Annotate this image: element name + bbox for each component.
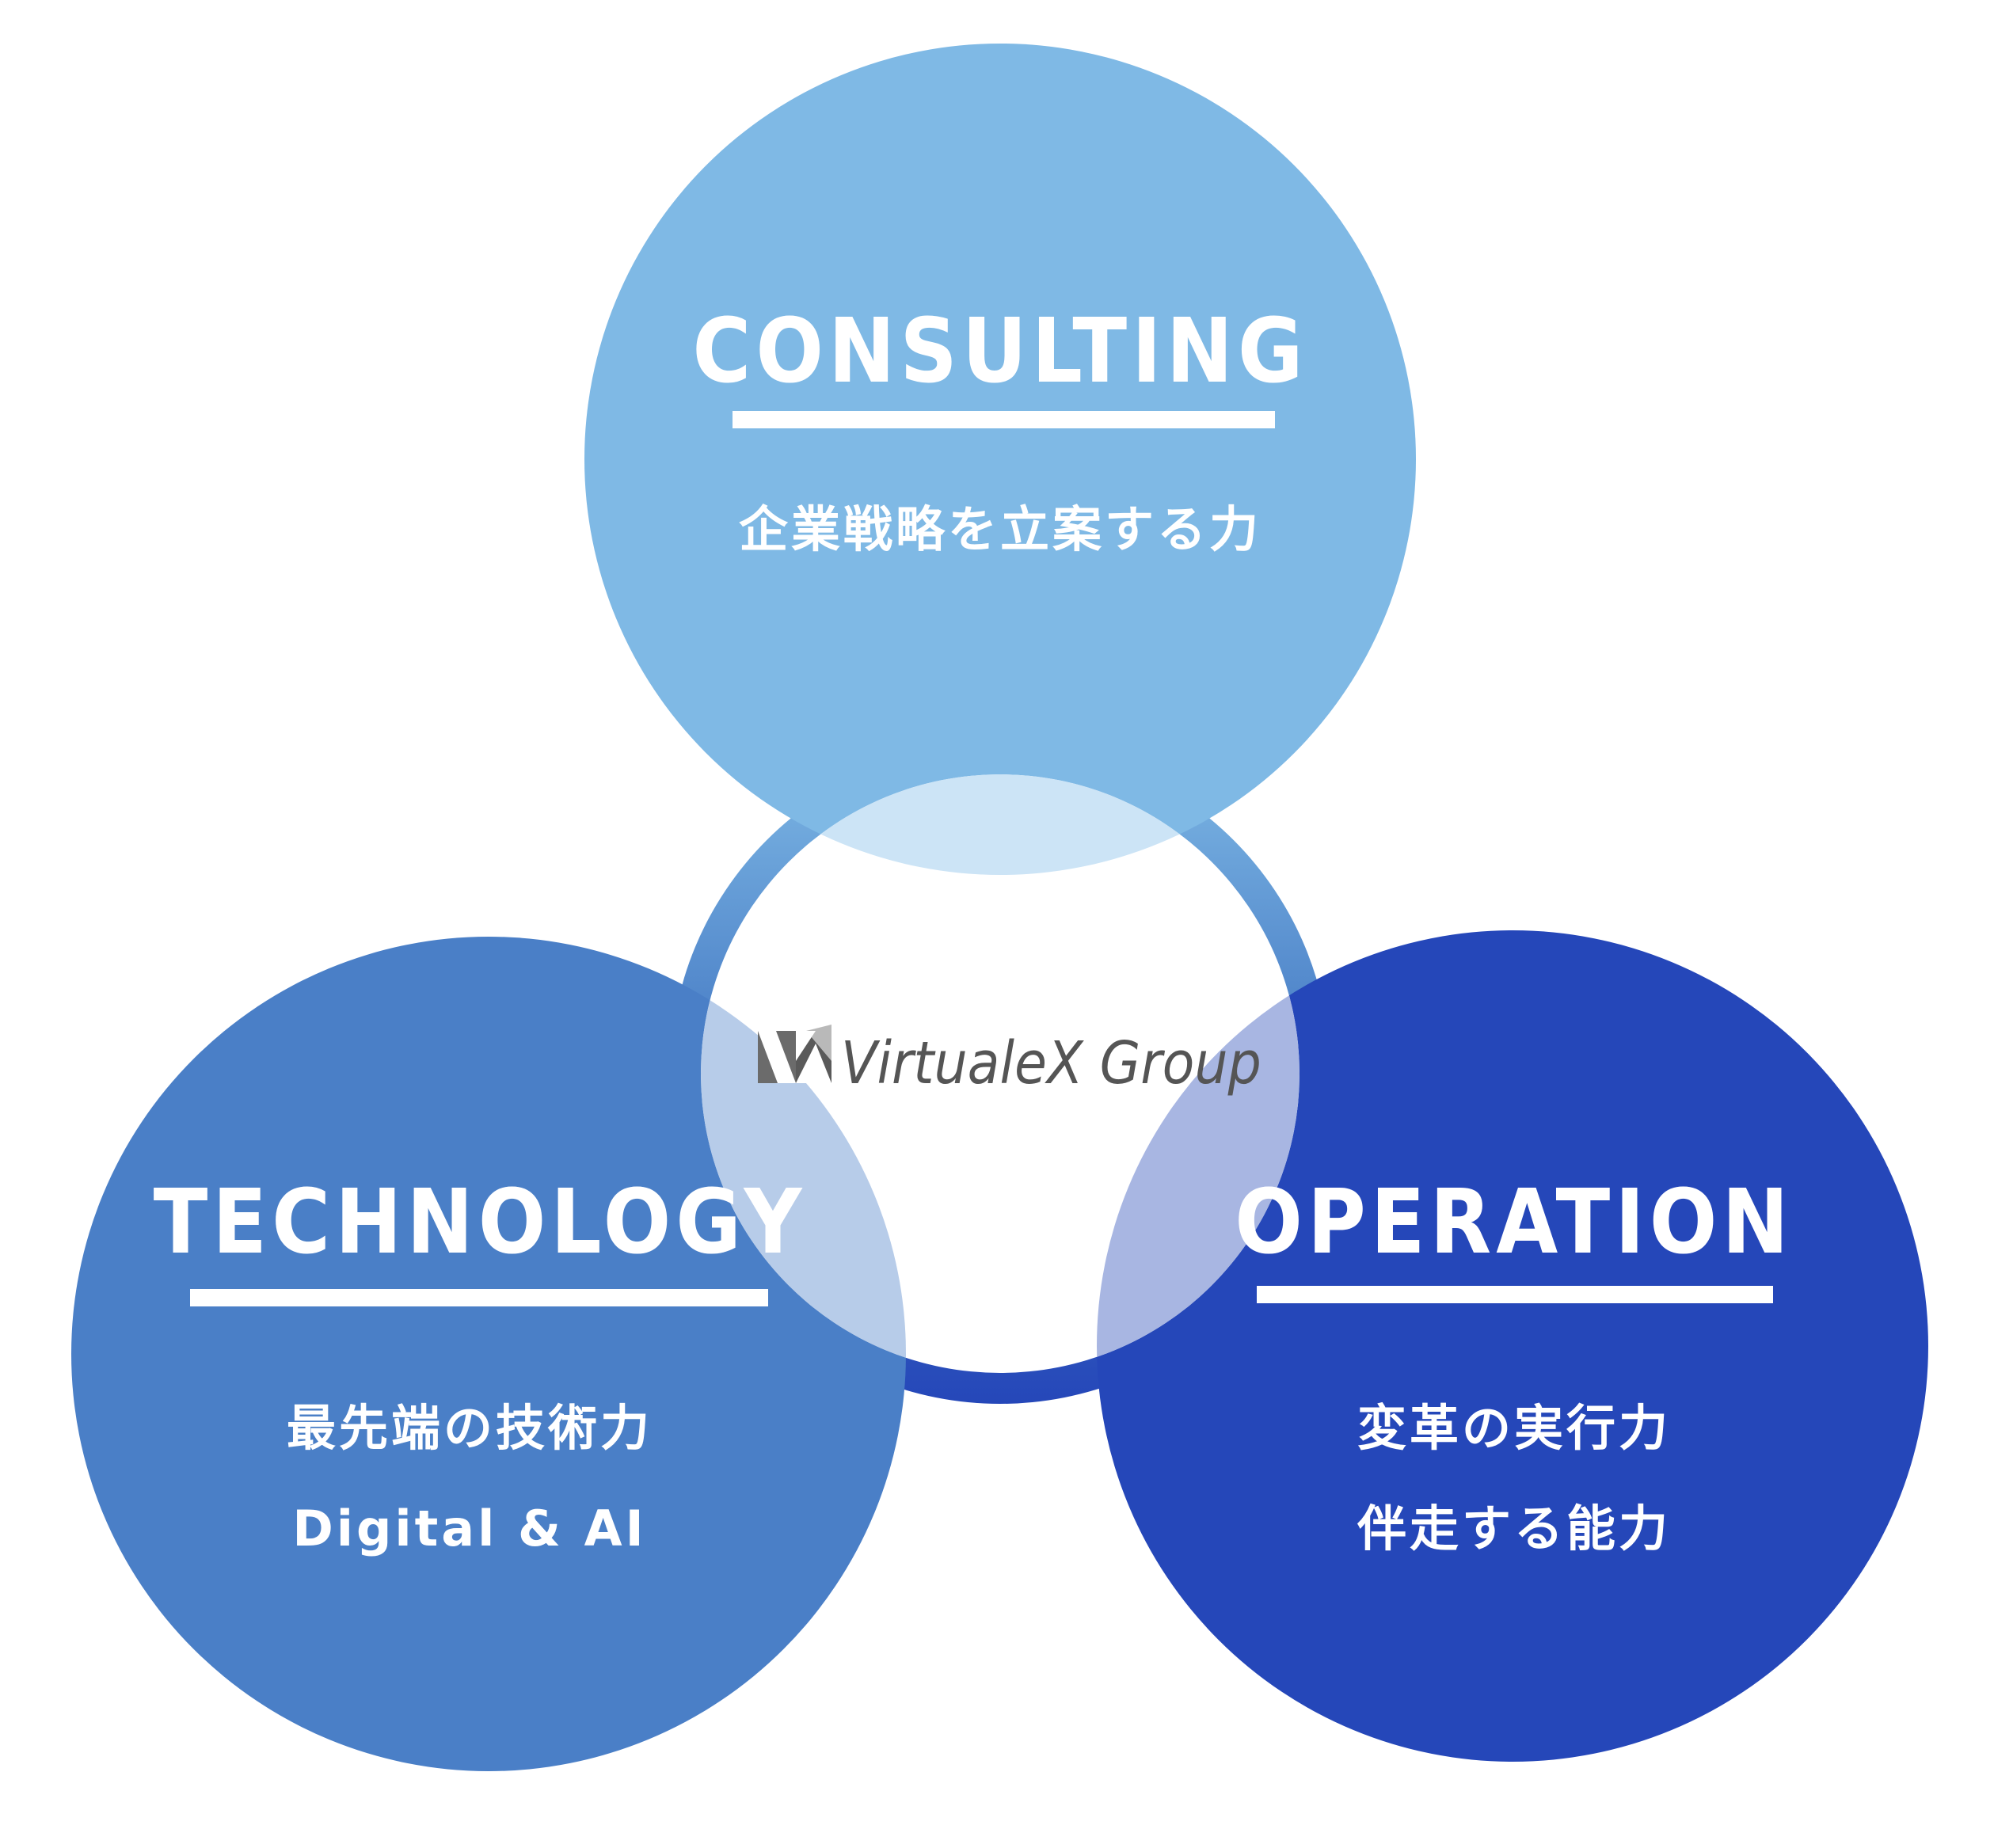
operation-title: OPERATION	[1235, 1171, 1793, 1274]
technology-line-1: 最先端の技術力	[287, 1399, 653, 1457]
consulting-line-1: 企業戦略を立案する力	[739, 500, 1261, 558]
consulting-label-group: CONSULTING 企業戦略を立案する力	[692, 300, 1307, 558]
technology-line-2: Digital & AI	[292, 1500, 646, 1557]
consulting-circle	[584, 44, 1416, 875]
consulting-title: CONSULTING	[692, 300, 1307, 403]
technology-circle	[71, 937, 906, 1771]
logo-text: VirtualeX Group	[841, 1029, 1261, 1097]
operation-circle	[1097, 930, 1928, 1762]
virtualex-logo-icon	[758, 1025, 831, 1083]
technology-label-group: TECHNOLOGY 最先端の技術力 Digital & AI	[154, 1171, 807, 1557]
operation-line-2: 伴走する能力	[1357, 1500, 1671, 1557]
operation-underline	[1257, 1286, 1773, 1303]
operation-line-1: 変革の実行力	[1357, 1399, 1671, 1457]
operation-label-group: OPERATION 変革の実行力 伴走する能力	[1235, 1171, 1793, 1557]
technology-underline	[190, 1289, 768, 1306]
technology-title: TECHNOLOGY	[154, 1171, 807, 1274]
consulting-underline	[733, 411, 1275, 428]
virtualex-logo: VirtualeX Group	[758, 1025, 1261, 1097]
